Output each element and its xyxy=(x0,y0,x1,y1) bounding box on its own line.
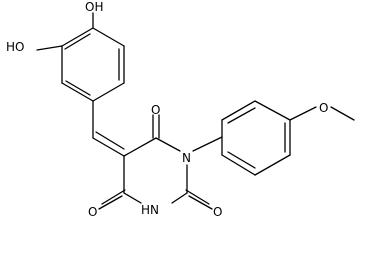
bond xyxy=(254,154,291,176)
atom-label-carbonyl-o-top: O xyxy=(151,103,160,117)
bond xyxy=(95,131,125,150)
bond xyxy=(98,195,123,210)
bond xyxy=(92,82,125,102)
bond xyxy=(188,195,213,210)
bond xyxy=(289,106,317,121)
atom-labels: OH HO O N O O HN O xyxy=(6,0,328,219)
atom-label-ho-left: HO xyxy=(6,40,24,54)
bond xyxy=(64,33,91,50)
bond xyxy=(61,82,94,102)
atom-label-carbonyl-o-left: O xyxy=(88,205,97,219)
bond xyxy=(92,137,125,157)
bond xyxy=(254,100,291,121)
bond xyxy=(330,106,355,121)
bond xyxy=(221,154,256,176)
bond xyxy=(221,100,256,121)
bond xyxy=(227,151,256,169)
bond xyxy=(123,192,142,204)
bond xyxy=(155,137,181,152)
bond xyxy=(192,136,223,152)
atom-label-nh: HN xyxy=(141,203,159,217)
bond xyxy=(185,189,210,205)
bond xyxy=(227,107,256,124)
bond xyxy=(171,192,188,204)
atom-label-carbonyl-o-right: O xyxy=(213,205,222,219)
bond xyxy=(36,45,63,51)
bond xyxy=(101,189,126,205)
bond xyxy=(123,137,157,157)
atom-label-oh-top: OH xyxy=(85,0,103,14)
bond xyxy=(61,27,94,47)
bond xyxy=(92,27,125,47)
atom-label-ring-n: N xyxy=(182,151,191,165)
bond xyxy=(65,80,91,96)
atom-label-methoxy-o: O xyxy=(319,101,328,115)
bonds xyxy=(36,12,355,210)
